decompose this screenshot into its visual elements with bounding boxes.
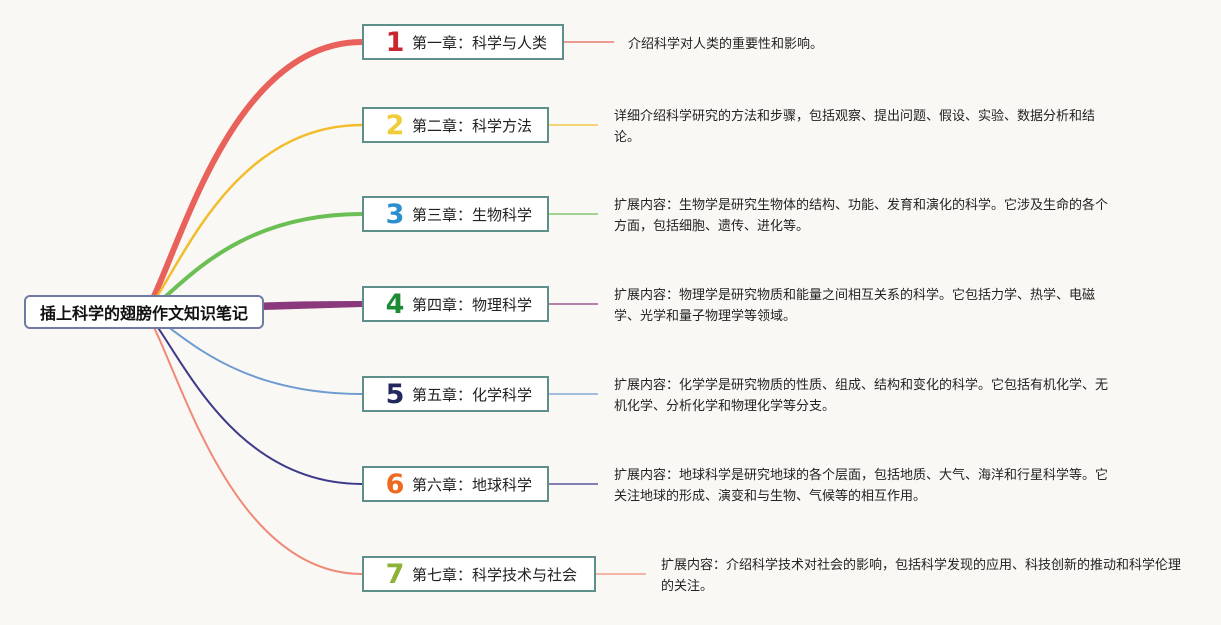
chapter-note-3: 扩展内容：生物学是研究生物体的结构、功能、发育和演化的科学。它涉及生命的各个方面… xyxy=(614,198,1109,234)
branch-curve-2 xyxy=(143,123,364,314)
chapter-note-6: 扩展内容：地球科学是研究地球的各个层面，包括地质、大气、海洋和行星科学等。它关注… xyxy=(614,468,1109,504)
chapter-label-6: 第六章：地球科学 xyxy=(412,475,533,494)
chapter-note-2: 详细介绍科学研究的方法和步骤，包括观察、提出问题、假设、实验、数据分析和结论。 xyxy=(614,109,1096,145)
chapter-label-4: 第四章：物理科学 xyxy=(412,295,533,314)
chapter-node-1[interactable]: 1 第一章：科学与人类 xyxy=(362,24,564,60)
chapter-note-1: 介绍科学对人类的重要性和影响。 xyxy=(628,37,824,52)
chapter-number-7: 7 xyxy=(385,558,405,590)
chapter-node-2[interactable]: 2 第二章：科学方法 xyxy=(362,107,549,143)
branch-curve-1 xyxy=(142,39,365,315)
chapter-node-4[interactable]: 4 第四章：物理科学 xyxy=(362,286,549,322)
root-node[interactable]: 插上科学的翅膀作文知识笔记 xyxy=(24,295,264,329)
chapter-number-1: 1 xyxy=(385,26,405,58)
chapter-label-7: 第七章：科学技术与社会 xyxy=(412,565,578,584)
chapter-label-2: 第二章：科学方法 xyxy=(412,116,533,135)
chapter-note-4: 扩展内容：物理学是研究物质和能量之间相互关系的科学。它包括力学、热学、电磁学、光… xyxy=(614,288,1096,324)
chapter-node-3[interactable]: 3 第三章：生物科学 xyxy=(362,196,549,232)
branch-curve-6 xyxy=(144,311,363,485)
chapter-node-5[interactable]: 5 第五章：化学科学 xyxy=(362,376,549,412)
chapter-note-5: 扩展内容：化学学是研究物质的性质、组成、结构和变化的科学。它包括有机化学、无机化… xyxy=(614,378,1109,414)
chapter-node-7[interactable]: 7 第七章：科学技术与社会 xyxy=(362,556,596,592)
root-connector xyxy=(263,301,363,310)
chapter-node-6[interactable]: 6 第六章：地球科学 xyxy=(362,466,549,502)
chapter-number-2: 2 xyxy=(385,109,405,141)
chapter-number-3: 3 xyxy=(385,198,405,230)
chapter-note-7: 扩展内容：介绍科学技术对社会的影响，包括科学发现的应用、科技创新的推动和科学伦理… xyxy=(661,558,1182,594)
chapter-label-5: 第五章：化学科学 xyxy=(412,385,533,404)
chapter-number-4: 4 xyxy=(385,288,405,320)
chapter-number-5: 5 xyxy=(385,378,405,410)
chapter-label-1: 第一章：科学与人类 xyxy=(412,33,548,52)
root-label: 插上科学的翅膀作文知识笔记 xyxy=(39,304,248,323)
chapter-label-3: 第三章：生物科学 xyxy=(412,205,533,224)
chapter-number-6: 6 xyxy=(385,468,405,500)
branch-curve-7 xyxy=(144,311,363,575)
